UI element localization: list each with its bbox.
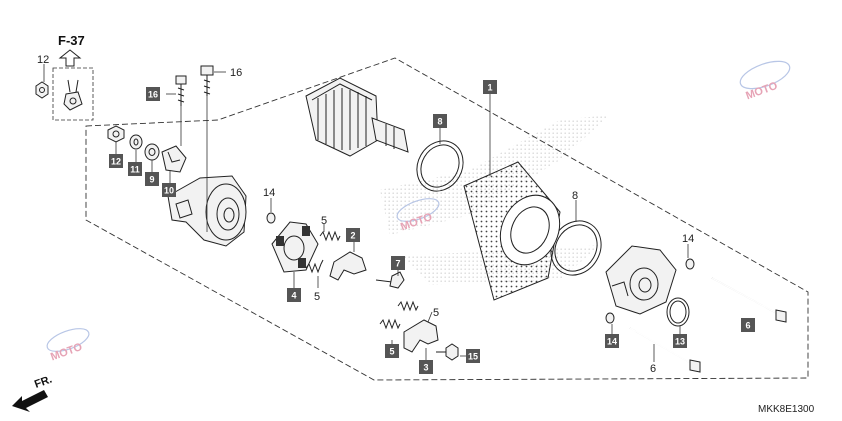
brush-holder-part: [271, 221, 319, 273]
callout-6-box: 6: [741, 318, 755, 332]
callout-15-box: 15: [466, 349, 480, 363]
motor-case-part: [463, 161, 561, 301]
rear-cover-part: [605, 245, 677, 315]
callout-16-box: 16: [146, 87, 160, 101]
callout-6-label: 6: [650, 363, 656, 375]
callout-14-label: 14: [263, 187, 275, 199]
spring-bottom-part: [379, 318, 401, 330]
callout-1-box: 1: [483, 80, 497, 94]
svg-text:9: 9: [149, 175, 154, 185]
washer-part: [129, 134, 143, 150]
svg-text:1: 1: [487, 83, 492, 93]
svg-text:12: 12: [111, 157, 121, 167]
brush-upper-part: [329, 251, 367, 281]
callout-8-box: 8: [433, 114, 447, 128]
watermark-text-left: MOTO: [49, 341, 84, 364]
svg-text:4: 4: [291, 291, 296, 301]
svg-text:6: 6: [745, 321, 750, 331]
terminal-bolt-7-part: [375, 271, 405, 289]
armature-part: [305, 77, 409, 157]
insulator-part: [144, 143, 160, 161]
watermark-logo-left: MOTO: [46, 328, 90, 364]
terminal-nut-part: [35, 81, 49, 99]
reference-dashed-box: [52, 67, 94, 121]
o-ring-upper-part: [416, 140, 464, 192]
diagram-code: MKK8E1300: [758, 404, 815, 415]
through-bolt-upper-part: [711, 277, 787, 323]
svg-text:10: 10: [164, 186, 174, 196]
nut-part: [107, 125, 125, 143]
callout-8-label: 8: [572, 190, 578, 202]
svg-text:3: 3: [423, 363, 428, 373]
callout-13-box: 13: [673, 334, 687, 348]
callout-4-box: 4: [287, 288, 301, 302]
leader-lines: [43, 64, 689, 362]
callout-12-label: 12: [37, 54, 49, 66]
svg-text:2: 2: [350, 231, 355, 241]
through-bolt-lower-part: [629, 327, 701, 373]
callout-5-right-label: 5: [433, 307, 439, 319]
watermark-text: MOTO: [744, 80, 779, 103]
bolt-long-part: [200, 65, 214, 96]
svg-text:11: 11: [130, 165, 140, 175]
callout-11-box: 11: [128, 162, 142, 176]
callout-3-box: 3: [419, 360, 433, 374]
svg-text:16: 16: [148, 90, 158, 100]
callout-14-box: 14: [605, 334, 619, 348]
callout-2-box: 2: [346, 228, 360, 242]
spring-lower-part: [305, 259, 324, 274]
callout-5-box: 5: [385, 344, 399, 358]
washer-14-left-part: [266, 212, 276, 224]
washer-14-right-part: [685, 258, 695, 270]
front-arrow-icon: [12, 390, 48, 412]
svg-text:13: 13: [675, 337, 685, 347]
spring-upper-part: [319, 230, 341, 242]
bolt-short-part: [175, 75, 187, 106]
spring-right-part: [397, 300, 419, 312]
terminal-connector-part: [63, 79, 83, 111]
assembly-outline: [85, 57, 809, 381]
callout-12-box: 12: [109, 154, 123, 168]
svg-text:8: 8: [437, 117, 442, 127]
brush-lower-part: [403, 319, 439, 353]
callout-7-box: 7: [391, 256, 405, 270]
callout-10-box: 10: [162, 183, 176, 197]
callout-16-label: 16: [230, 67, 242, 79]
callout-9-box: 9: [145, 172, 159, 186]
svg-text:15: 15: [468, 352, 478, 362]
callout-14-right-label: 14: [682, 233, 694, 245]
bolt-15-part: [436, 343, 459, 361]
seal-ring-part: [666, 297, 690, 327]
svg-text:7: 7: [395, 259, 400, 269]
callout-5-label: 5: [321, 215, 327, 227]
watermark-logo-top-right: MOTO: [739, 60, 791, 103]
figure-reference: F-37: [58, 33, 85, 48]
svg-text:5: 5: [389, 347, 394, 357]
reference-arrow-icon: [58, 49, 82, 67]
svg-text:14: 14: [607, 337, 617, 347]
front-label: FR.: [33, 373, 54, 390]
washer-14-lower-part: [605, 312, 615, 324]
terminal-bolt-part: [161, 145, 187, 173]
front-direction-indicator: FR.: [12, 373, 54, 412]
callout-5-lower-label: 5: [314, 291, 320, 303]
